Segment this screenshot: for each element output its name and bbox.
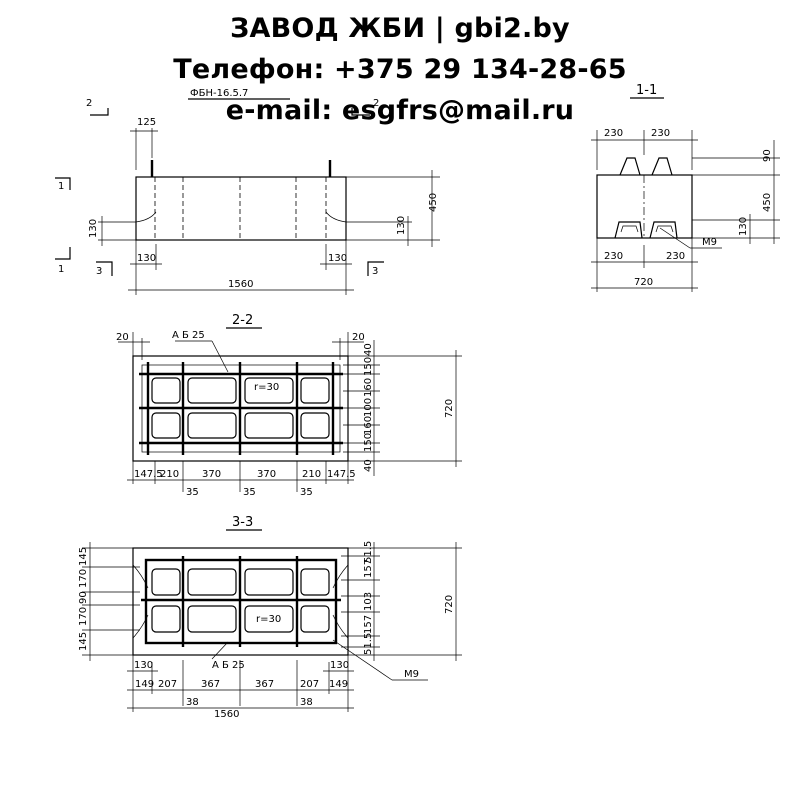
dim-40-bottom: 40 [363,459,374,472]
cut-3-marker-left [96,261,113,276]
block-mark-label: ФБН-16.5.7 [190,88,248,99]
dim-130-1-1: 130 [738,217,749,236]
section-1-1-outline [596,174,693,239]
dim-207-left: 207 [158,679,177,690]
dim-150-bottom: 150 [363,433,374,452]
dim-1560-3-3: 1560 [214,709,239,720]
dim-720-1-1: 720 [634,277,653,288]
dim-103: 103 [363,592,374,611]
cut-1-label-top: 1 [58,181,64,192]
label-m9-3-3: М9 [404,669,419,680]
dim-38-1: 38 [186,697,199,708]
dim-210-left: 210 [160,469,179,480]
dim-149-left: 149 [135,679,154,690]
dim-90: 90 [762,149,773,162]
watermark-header: ЗАВОД ЖБИ | gbi2.by Телефон: +375 29 134… [0,0,800,131]
label-ab25-2-2: А Б 25 [172,330,205,341]
dim-145-top: 145 [78,547,89,566]
cut-3-marker-right [367,261,384,276]
dim-130-bottom-left: 130 [137,253,156,264]
factory-name-line: ЗАВОД ЖБИ | gbi2.by [230,13,570,44]
dim-147-5-right: 147.5 [327,469,356,480]
dim-160-bottom: 160 [363,416,374,435]
dim-35-3: 35 [300,487,313,498]
cut-2-label-right: 2 [373,98,379,109]
dim-230-top-left: 230 [604,128,623,139]
phone-line: Телефон: +375 29 134-28-65 [173,54,627,85]
dim-40-top: 40 [363,343,374,356]
section-2-2-outline [132,355,349,462]
cut-2-marker-right [351,108,370,116]
cut-2-label-left: 2 [86,98,92,109]
radius-2-2: r=30 [254,382,279,393]
dim-367-left: 367 [201,679,220,690]
dim-147-5-left: 147.5 [134,469,163,480]
label-m9-1-1: М9 [702,237,717,248]
dim-130-left-vertical: 130 [88,219,99,238]
dim-170-bottom: 170 [78,607,89,626]
dim-20-right: 20 [352,332,365,343]
lifting-loop-1-1-left [619,157,641,176]
cut-1-marker-top [55,177,71,190]
dim-20-left: 20 [116,332,129,343]
dim-230-bottom-left: 230 [604,251,623,262]
dim-720-3-3: 720 [444,595,455,614]
dim-157-bottom: 157 [363,615,374,634]
dim-149-right: 149 [329,679,348,690]
dim-367-right: 367 [255,679,274,690]
dim-370-left: 370 [202,469,221,480]
dim-100: 100 [363,398,374,417]
dim-90-3-3: 90 [78,591,89,604]
section-3-3: 3-3 r=30 145 170 90 170 145 [78,515,462,720]
dim-51-5-top: 51.5 [363,541,374,563]
section-2-2: 2-2 r=30 20 20 А Б 25 [116,313,462,498]
dim-157-top: 157 [363,559,374,578]
dim-130-3-3-right: 130 [330,660,349,671]
lifting-loop-1-1-right [651,157,673,176]
section-3-3-outline [132,547,349,656]
cut-1-label-bottom: 1 [58,264,64,275]
dim-450-front: 450 [428,193,439,212]
dim-370-right: 370 [257,469,276,480]
dim-160-top: 160 [363,378,374,397]
section-1-1: 1-1 230 230 90 450 130 М9 [591,83,780,292]
dim-130-bottom-right: 130 [328,253,347,264]
radius-3-3: r=30 [256,614,281,625]
dim-51-5-bottom: 51.5 [363,633,374,655]
dim-230-bottom-right: 230 [666,251,685,262]
dim-150-top: 150 [363,357,374,376]
dim-35-1: 35 [186,487,199,498]
email-line: e-mail: esgfrs@mail.ru [225,95,575,126]
dim-125: 125 [137,117,156,128]
cut-1-marker-bottom [55,247,71,260]
section-3-3-title: 3-3 [232,515,253,530]
dim-35-2: 35 [243,487,256,498]
front-block-outline [135,176,347,241]
label-ab25-3-3: А Б 25 [212,660,245,671]
dim-1560-front: 1560 [228,279,253,290]
dim-38-2: 38 [300,697,313,708]
dim-720-2-2: 720 [444,399,455,418]
dim-130-3-3-left: 130 [134,660,153,671]
cut-2-marker-left [90,108,109,116]
dim-450-1-1: 450 [762,193,773,212]
dim-230-top-right: 230 [651,128,670,139]
dim-210-right: 210 [302,469,321,480]
dim-207-right: 207 [300,679,319,690]
cut-3-label-right: 3 [372,266,378,277]
cut-3-label-left: 3 [96,266,102,277]
dim-170-top: 170 [78,569,89,588]
section-2-2-title: 2-2 [232,313,253,328]
dim-130-right: 130 [396,216,407,235]
dim-145-bottom: 145 [78,632,89,651]
section-1-1-title: 1-1 [636,83,657,98]
front-view: ФБН-16.5.7 2 2 1 1 3 3 125 [55,88,440,295]
